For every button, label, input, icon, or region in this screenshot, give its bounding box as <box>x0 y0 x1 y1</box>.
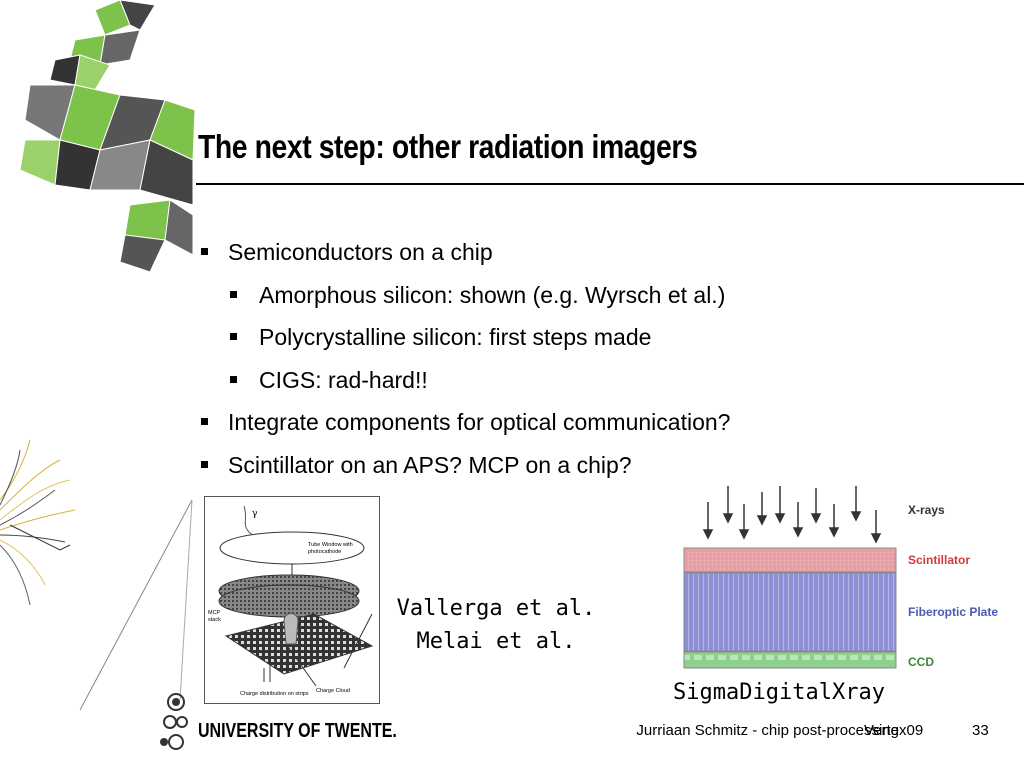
mcp-label: MCP <box>208 610 221 616</box>
bullet-list: Semiconductors on a chip Amorphous silic… <box>198 236 1018 491</box>
charge-distribution-label: Charge distribution on strips <box>240 691 309 697</box>
citation-vallerga: Vallerga et al. <box>396 596 596 621</box>
tube-window-label: Tube Window with <box>308 542 353 548</box>
footer-conference: Vertex09 <box>864 722 924 739</box>
stack-label: stack <box>208 617 221 623</box>
gamma-label: γ <box>252 509 257 519</box>
sub-bullet-item: CIGS: rad-hard!! <box>198 364 1018 407</box>
bullet-item: Scintillator on an APS? MCP on a chip? <box>198 449 1018 492</box>
square-bullet-icon <box>201 460 208 468</box>
square-bullet-icon <box>230 290 237 298</box>
xray-detector-stack-figure: X-rays Scintillator Fiberoptic Plate CCD <box>683 486 998 669</box>
square-bullet-icon <box>230 333 237 340</box>
bullet-item: Semiconductors on a chip <box>198 236 1018 279</box>
citation-block: Vallerga et al. Melai et al. <box>386 592 606 658</box>
bullet-item: Integrate components for optical communi… <box>198 406 1018 449</box>
decorative-polygon-ornament <box>19 0 196 273</box>
square-bullet-icon <box>230 375 237 383</box>
mcp-detector-figure: γ Tube Window with photocathode MCP stac… <box>204 496 380 704</box>
ccd-label: CCD <box>908 655 934 669</box>
citation-melai: Melai et al. <box>416 629 576 654</box>
square-bullet-icon <box>201 248 208 255</box>
photocathode-label: photocathode <box>308 549 341 555</box>
page-number: 33 <box>972 722 989 739</box>
charge-cloud-label: Charge Cloud <box>316 688 350 694</box>
university-name: UNIVERSITY OF TWENTE. <box>198 720 397 742</box>
xrays-label: X-rays <box>908 503 945 517</box>
university-logo-icon <box>160 693 188 750</box>
square-bullet-icon <box>201 418 208 425</box>
fiberoptic-plate-label: Fiberoptic Plate <box>908 605 998 619</box>
sub-bullet-item: Amorphous silicon: shown (e.g. Wyrsch et… <box>198 279 1018 322</box>
slide-title: The next step: other radiation imagers <box>198 128 698 165</box>
scintillator-label: Scintillator <box>908 553 970 567</box>
sigma-caption: SigmaDigitalXray <box>673 680 885 705</box>
sub-bullet-item: Polycrystalline silicon: first steps mad… <box>198 321 1018 364</box>
decorative-fiber-lines <box>0 439 193 711</box>
footer-presenter: Jurriaan Schmitz - chip post-processing <box>636 722 899 739</box>
title-underline <box>196 183 1024 185</box>
